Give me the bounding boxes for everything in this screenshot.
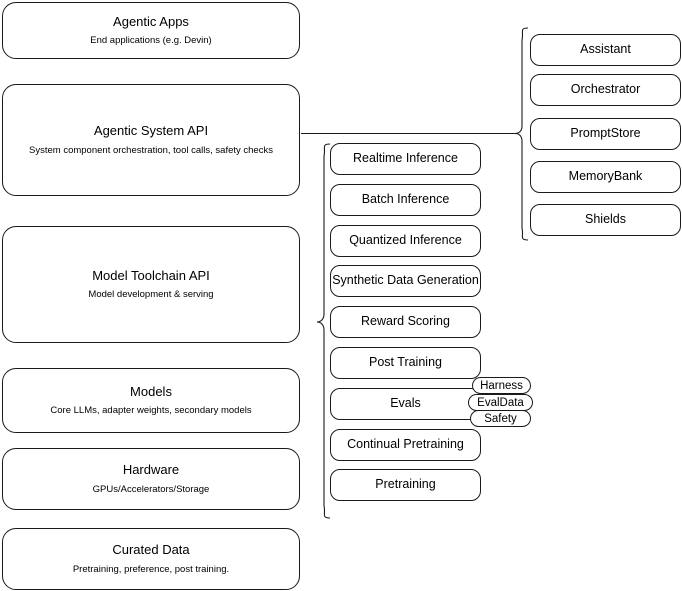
evals-badge-safety[interactable]: Safety xyxy=(470,410,531,427)
layer-title: Agentic Apps xyxy=(113,13,189,29)
toolchain-batch-inference[interactable]: Batch Inference xyxy=(330,184,481,216)
pill-label: EvalData xyxy=(477,396,524,409)
toolchain-synthetic-data-generation[interactable]: Synthetic Data Generation xyxy=(330,265,481,297)
chip-label: Realtime Inference xyxy=(353,151,458,166)
pill-label: Safety xyxy=(484,412,517,425)
toolchain-realtime-inference[interactable]: Realtime Inference xyxy=(330,143,481,175)
toolchain-quantized-inference[interactable]: Quantized Inference xyxy=(330,225,481,257)
layer-model-toolchain-api[interactable]: Model Toolchain API Model development & … xyxy=(2,226,300,343)
system-component-orchestrator[interactable]: Orchestrator xyxy=(530,74,681,106)
chip-label: Quantized Inference xyxy=(349,233,462,248)
chip-label: Pretraining xyxy=(375,477,436,492)
layer-title: Curated Data xyxy=(112,542,190,558)
brace-system-components xyxy=(514,27,529,241)
layer-subtitle: Core LLMs, adapter weights, secondary mo… xyxy=(50,405,252,417)
pill-label: Harness xyxy=(480,379,523,392)
chip-label: MemoryBank xyxy=(568,169,643,184)
layer-hardware[interactable]: Hardware GPUs/Accelerators/Storage xyxy=(2,448,300,510)
chip-label: Orchestrator xyxy=(570,82,641,97)
evals-badge-evaldata[interactable]: EvalData xyxy=(468,394,533,411)
layer-title: Hardware xyxy=(122,462,180,478)
layer-title: Agentic System API xyxy=(93,123,209,139)
layer-agentic-system-api[interactable]: Agentic System API System component orch… xyxy=(2,84,300,196)
system-component-shields[interactable]: Shields xyxy=(530,204,681,236)
chip-label: Batch Inference xyxy=(361,192,450,207)
layer-title: Models xyxy=(130,383,172,399)
toolchain-reward-scoring[interactable]: Reward Scoring xyxy=(330,306,481,338)
layer-curated-data[interactable]: Curated Data Pretraining, preference, po… xyxy=(2,528,300,590)
chip-label: Continual Pretraining xyxy=(347,437,464,452)
system-component-promptstore[interactable]: PromptStore xyxy=(530,118,681,150)
toolchain-pretraining[interactable]: Pretraining xyxy=(330,469,481,501)
layer-agentic-apps[interactable]: Agentic Apps End applications (e.g. Devi… xyxy=(2,2,300,59)
system-component-memorybank[interactable]: MemoryBank xyxy=(530,161,681,193)
chip-label: Assistant xyxy=(580,42,631,57)
chip-label: PromptStore xyxy=(570,126,641,141)
brace-toolchain-components xyxy=(316,143,331,519)
toolchain-continual-pretraining[interactable]: Continual Pretraining xyxy=(330,429,481,461)
layer-subtitle: System component orchestration, tool cal… xyxy=(29,144,273,156)
chip-label: Post Training xyxy=(369,355,442,370)
chip-label: Reward Scoring xyxy=(361,314,450,329)
toolchain-post-training[interactable]: Post Training xyxy=(330,347,481,379)
toolchain-evals[interactable]: Evals xyxy=(330,388,481,420)
system-component-assistant[interactable]: Assistant xyxy=(530,34,681,66)
chip-label: Evals xyxy=(390,396,421,411)
layer-models[interactable]: Models Core LLMs, adapter weights, secon… xyxy=(2,368,300,433)
layer-subtitle: End applications (e.g. Devin) xyxy=(90,35,212,47)
chip-label: Shields xyxy=(585,212,626,227)
layer-subtitle: Model development & serving xyxy=(88,289,214,301)
layer-title: Model Toolchain API xyxy=(92,267,210,283)
chip-label: Synthetic Data Generation xyxy=(332,273,479,288)
layer-subtitle: Pretraining, preference, post training. xyxy=(72,563,230,575)
evals-badge-harness[interactable]: Harness xyxy=(472,377,531,394)
layer-subtitle: GPUs/Accelerators/Storage xyxy=(92,483,210,495)
